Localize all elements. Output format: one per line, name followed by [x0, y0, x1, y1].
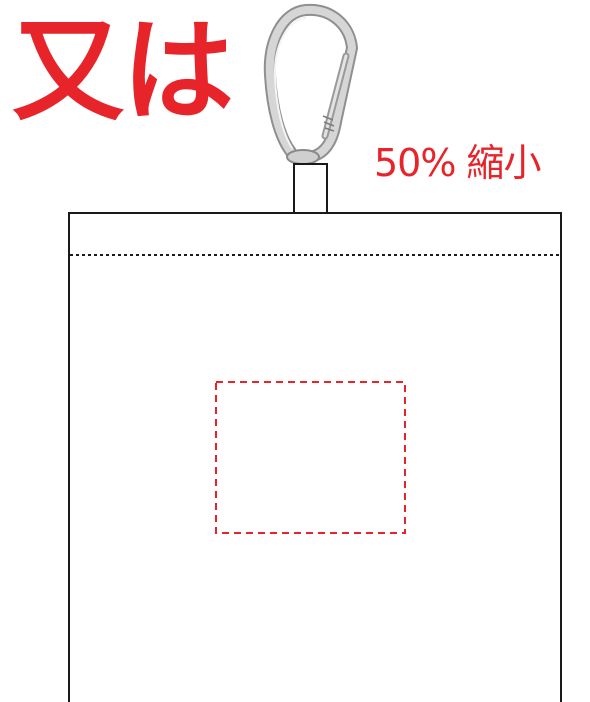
carabiner-icon: [263, 3, 358, 165]
strap-loop: [293, 163, 328, 215]
scale-reduction-note: 50% 縮小: [374, 141, 542, 185]
carabiner-hinge: [286, 149, 320, 165]
gate-sleeve-ridges: [322, 115, 335, 132]
headline-or-text: 又は: [12, 7, 234, 137]
carabiner-gate-highlight: [323, 54, 348, 138]
pouch-body-outline: [68, 212, 562, 702]
carabiner-inner-highlight: [273, 17, 307, 149]
print-area-outline: [215, 381, 406, 534]
